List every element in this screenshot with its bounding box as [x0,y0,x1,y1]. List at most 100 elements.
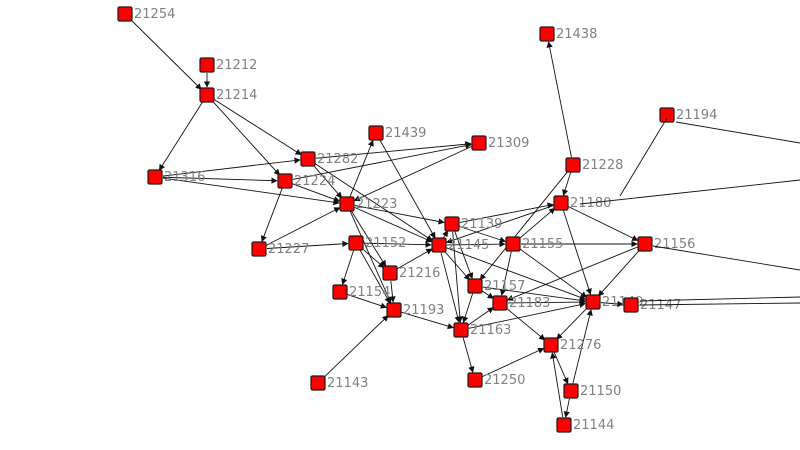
node-marker[interactable] [332,284,348,300]
node-marker[interactable] [565,157,581,173]
edge-21223-21145 [354,206,433,243]
node-21276[interactable]: 21276 [543,337,601,353]
node-label: 21227 [268,242,309,257]
node-marker[interactable] [251,241,267,257]
node-label: 21282 [317,152,358,167]
node-21250[interactable]: 21250 [467,372,525,388]
node-21144[interactable]: 21144 [556,417,614,433]
node-21212[interactable]: 21212 [199,57,257,73]
node-21157[interactable]: 21157 [467,278,525,294]
edge-21228-21438 [546,41,572,158]
edge-21180-21145 [445,205,554,244]
node-label: 21154 [349,285,390,300]
node-21216[interactable]: 21216 [382,265,440,281]
node-21224[interactable]: 21224 [277,173,335,189]
node-21139[interactable]: 21139 [444,216,502,232]
edge-21214-21282 [213,98,302,156]
node-21155[interactable]: 21155 [505,236,563,252]
node-marker[interactable] [147,169,163,185]
node-marker[interactable] [300,151,316,167]
node-marker[interactable] [637,236,653,252]
node-21180[interactable]: 21180 [553,195,611,211]
node-label: 21139 [461,217,502,232]
node-marker[interactable] [382,265,398,281]
node-21309[interactable]: 21309 [471,135,529,151]
node-21438[interactable]: 21438 [539,26,597,42]
edge-21154-21193 [347,294,388,309]
node-marker[interactable] [623,297,639,313]
node-marker[interactable] [543,337,559,353]
edge-21150-21149 [572,309,593,384]
node-21228[interactable]: 21228 [565,157,623,173]
node-marker[interactable] [199,57,215,73]
node-marker[interactable] [431,237,447,253]
node-label: 21147 [640,298,681,313]
edge-offscreen [675,121,800,144]
edge-21149-21276 [556,307,588,340]
node-21154[interactable]: 21154 [332,284,390,300]
edge-21155-21149 [519,248,588,298]
node-21194[interactable]: 21194 [659,107,717,123]
edge-21227-21152 [266,240,349,249]
node-21150[interactable]: 21150 [563,383,621,399]
node-21152[interactable]: 21152 [348,235,406,251]
node-marker[interactable] [492,295,508,311]
node-label: 21309 [488,136,529,151]
node-21223[interactable]: 21223 [339,196,397,212]
edge-21152-21154 [341,250,354,285]
node-marker[interactable] [505,236,521,252]
node-21156[interactable]: 21156 [637,236,695,252]
node-label: 21144 [573,418,614,433]
edge-21157-21163 [462,293,474,323]
node-marker[interactable] [471,135,487,151]
node-marker[interactable] [585,294,601,310]
node-marker[interactable] [553,195,569,211]
node-marker[interactable] [348,235,364,251]
edge-21224-21223 [292,183,341,203]
node-21439[interactable]: 21439 [368,125,426,141]
node-label: 21228 [582,158,623,173]
node-marker[interactable] [368,125,384,141]
node-marker[interactable] [453,322,469,338]
node-marker[interactable] [339,196,355,212]
edge-21155-21183 [499,251,512,296]
node-label: 21194 [676,108,717,123]
edge-21152-21193 [359,249,391,304]
edge-21152-21216 [361,247,385,269]
node-marker[interactable] [539,26,555,42]
edge-21145-21139 [442,230,449,239]
edge-21150-21144 [563,398,570,418]
node-marker[interactable] [467,372,483,388]
node-marker[interactable] [310,375,326,391]
edge-21139-21157 [454,231,474,280]
node-21163[interactable]: 21163 [453,322,511,338]
node-21183[interactable]: 21183 [492,295,550,311]
node-21254[interactable]: 21254 [117,6,175,22]
node-marker[interactable] [199,87,215,103]
node-21227[interactable]: 21227 [251,241,309,257]
node-marker[interactable] [467,278,483,294]
edge-21180-21149 [563,210,592,295]
node-marker[interactable] [386,302,402,318]
node-marker[interactable] [556,417,572,433]
node-label: 21152 [365,236,406,251]
node-marker[interactable] [277,173,293,189]
node-label: 21143 [327,376,368,391]
node-marker[interactable] [444,216,460,232]
node-21214[interactable]: 21214 [199,87,257,103]
node-21147[interactable]: 21147 [623,297,681,313]
node-marker[interactable] [659,107,675,123]
edge-21227-21223 [265,207,341,246]
node-21143[interactable]: 21143 [310,375,368,391]
edge-21214-21224 [212,100,281,176]
node-21316[interactable]: 21316 [147,169,205,185]
node-label: 21438 [556,27,597,42]
edge-21316-21223 [162,177,340,206]
node-21282[interactable]: 21282 [300,151,358,167]
node-marker[interactable] [117,6,133,22]
node-21193[interactable]: 21193 [386,302,444,318]
edge-21224-21309 [292,142,472,180]
node-21145[interactable]: 21145 [431,237,489,253]
node-marker[interactable] [563,383,579,399]
